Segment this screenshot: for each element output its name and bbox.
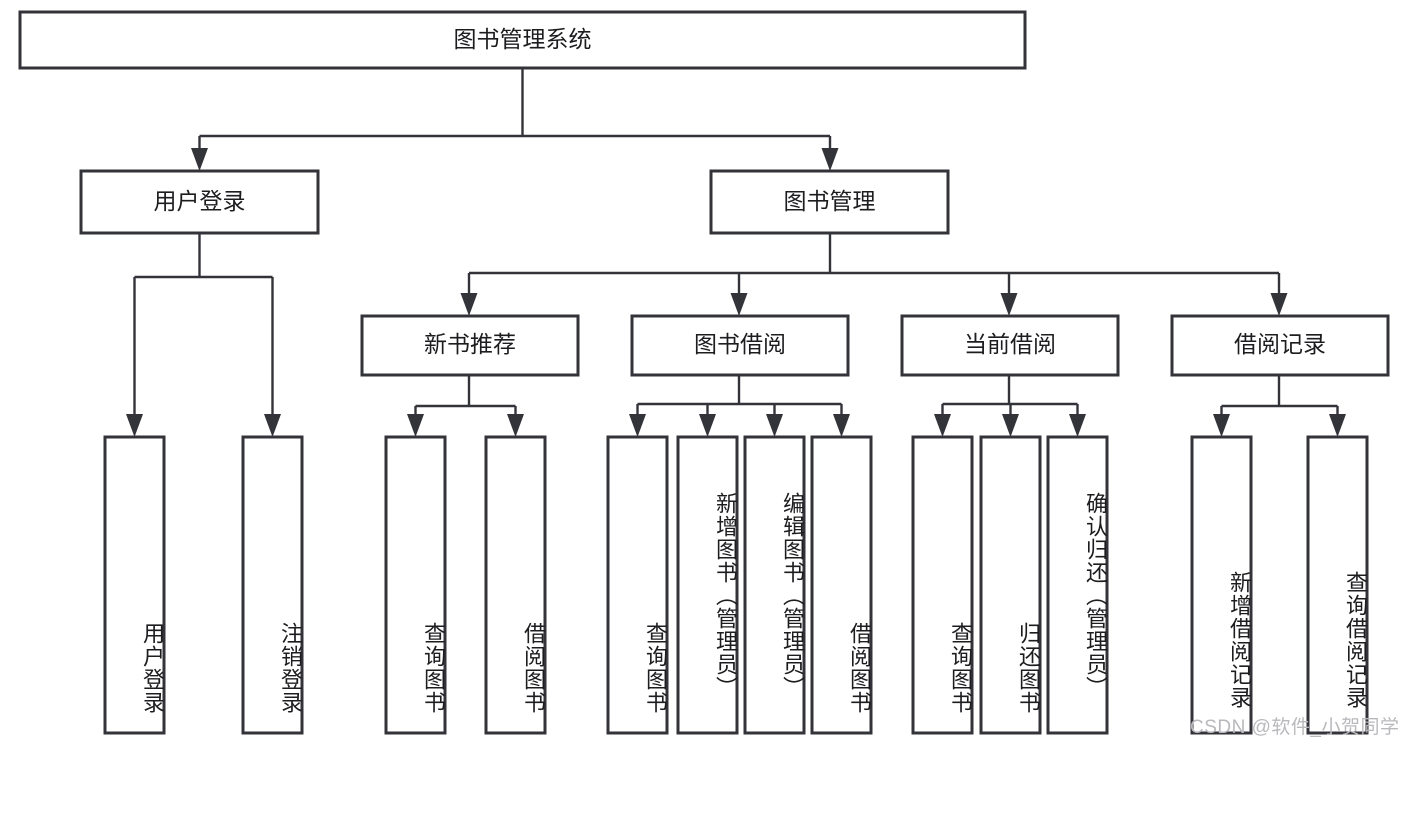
node-root-box[interactable] xyxy=(18,10,1027,70)
node-leaf-query-record-box[interactable] xyxy=(1306,435,1369,735)
leaf-nodes xyxy=(103,435,1369,735)
node-leaf-query-book-1-box[interactable] xyxy=(384,435,447,735)
arrow-head-leaf-confirm-return xyxy=(1069,414,1086,437)
arrow-head-borrow-record xyxy=(1270,293,1288,316)
node-leaf-query-book-2-box[interactable] xyxy=(606,435,669,735)
node-leaf-return-book-box[interactable] xyxy=(979,435,1042,735)
node-leaf-edit-book-box[interactable] xyxy=(743,435,806,735)
node-book-borrow-box[interactable] xyxy=(630,314,850,377)
flowchart-svg: 图书管理系统 用户登录 图书管理 新书推荐 图书借阅 当前借阅 借阅记录 xyxy=(18,10,1390,735)
node-book-manage[interactable]: 图书管理 xyxy=(709,169,950,235)
arrow-head-leaf-borrow-book-2 xyxy=(833,414,850,437)
arrow-head-leaf-query-book-3 xyxy=(934,414,951,437)
arrow-head-leaf-query-record xyxy=(1329,414,1346,437)
node-book-manage-box[interactable] xyxy=(709,169,950,235)
connectors xyxy=(126,68,1346,437)
node-leaf-borrow-book-2-box[interactable] xyxy=(810,435,873,735)
arrow-head-new-book-recommend xyxy=(460,293,478,316)
arrow-head-leaf-user-login xyxy=(126,414,143,437)
node-book-manage-label: 图书管理 xyxy=(784,188,876,214)
arrow-head-leaf-query-book-2 xyxy=(629,414,646,437)
arrow-head-leaf-borrow-book-1 xyxy=(507,414,524,437)
node-current-borrow[interactable]: 当前借阅 xyxy=(900,314,1120,377)
arrow-head-leaf-add-book xyxy=(699,414,716,437)
node-book-borrow-label: 图书借阅 xyxy=(694,331,786,357)
arrow-head-book-borrow xyxy=(730,293,748,316)
node-root[interactable]: 图书管理系统 xyxy=(18,10,1027,70)
csdn-watermark: CSDN @软件_小贺同学 xyxy=(1190,717,1400,738)
arrow-head-leaf-return-book xyxy=(1002,414,1019,437)
node-root-label: 图书管理系统 xyxy=(454,26,592,52)
node-leaf-borrow-book-1-box[interactable] xyxy=(484,435,547,735)
node-borrow-record[interactable]: 借阅记录 xyxy=(1170,314,1390,377)
node-leaf-user-logout-box[interactable] xyxy=(241,435,304,735)
arrow-head-user-login xyxy=(191,148,208,171)
node-borrow-record-label: 借阅记录 xyxy=(1234,331,1326,357)
node-leaf-add-book-box[interactable] xyxy=(676,435,739,735)
arrow-head-leaf-user-logout xyxy=(264,414,281,437)
node-borrow-record-box[interactable] xyxy=(1170,314,1390,377)
node-user-login[interactable]: 用户登录 xyxy=(79,169,320,235)
node-current-borrow-box[interactable] xyxy=(900,314,1120,377)
arrow-head-book-manage xyxy=(821,148,839,171)
node-leaf-add-record-box[interactable] xyxy=(1190,435,1253,735)
node-current-borrow-label: 当前借阅 xyxy=(964,331,1056,357)
node-leaf-user-login-box[interactable] xyxy=(103,435,166,735)
node-leaf-confirm-return-box[interactable] xyxy=(1046,435,1109,735)
arrow-head-leaf-query-book-1 xyxy=(407,414,424,437)
node-new-book-recommend-label: 新书推荐 xyxy=(424,331,516,357)
node-new-book-recommend[interactable]: 新书推荐 xyxy=(360,314,580,377)
arrow-head-leaf-edit-book xyxy=(766,414,783,437)
node-user-login-box[interactable] xyxy=(79,169,320,235)
arrow-head-current-borrow xyxy=(1000,293,1018,316)
diagram-canvas: 图书管理系统 用户登录 图书管理 新书推荐 图书借阅 当前借阅 借阅记录 xyxy=(18,10,1400,738)
node-new-book-recommend-box[interactable] xyxy=(360,314,580,377)
node-leaf-query-book-3-box[interactable] xyxy=(911,435,974,735)
node-user-login-label: 用户登录 xyxy=(154,188,246,214)
node-book-borrow[interactable]: 图书借阅 xyxy=(630,314,850,377)
arrow-head-leaf-add-record xyxy=(1213,414,1230,437)
